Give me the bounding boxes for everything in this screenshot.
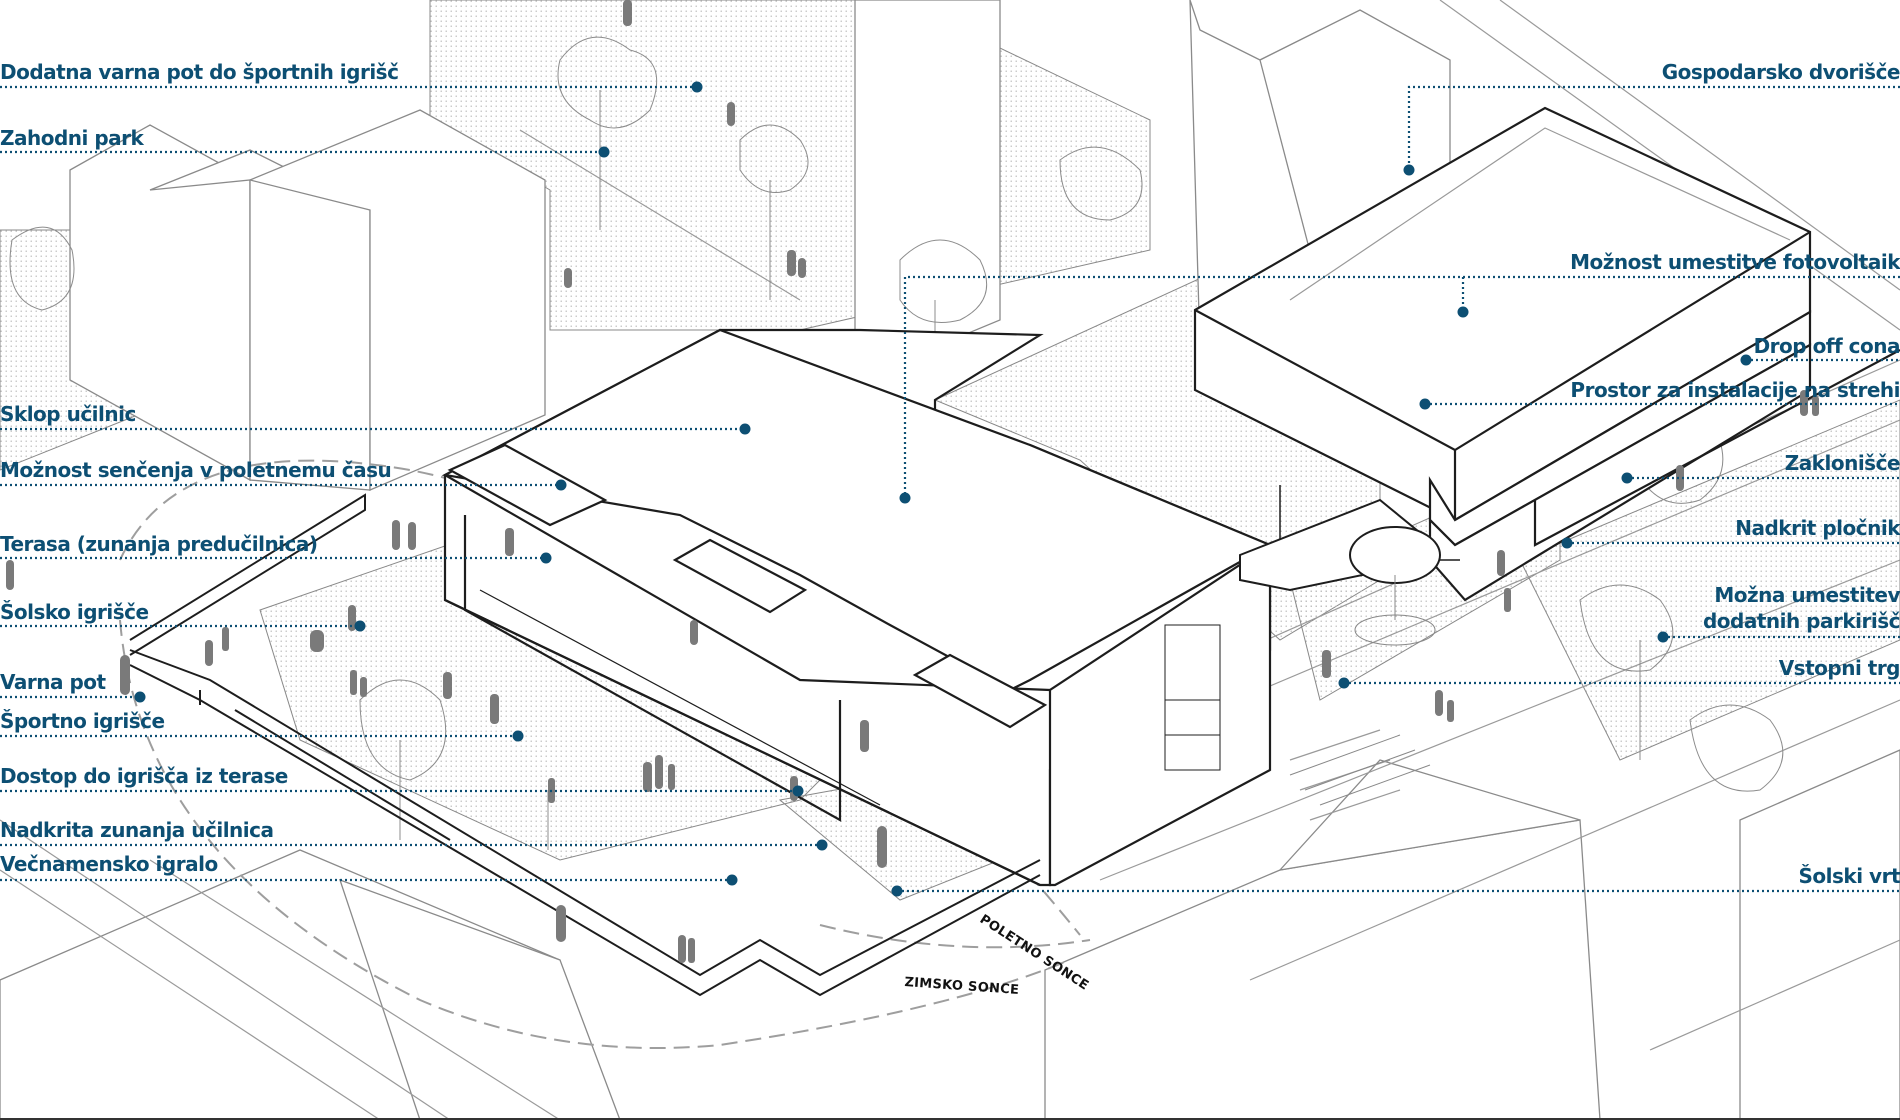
marker-dot — [598, 146, 610, 158]
marker-dot — [792, 785, 804, 797]
marker-dot — [1621, 472, 1633, 484]
label-mozna-umestitev: Možna umestitev — [1714, 583, 1900, 607]
leader-lines — [0, 85, 1900, 893]
label-varna-pot: Varna pot — [0, 670, 106, 694]
label-terasa: Terasa (zunanja predučilnica) — [0, 532, 318, 556]
label-sklop-ucilnic: Sklop učilnic — [0, 402, 136, 426]
leader-markers — [134, 81, 1752, 897]
marker-dot — [726, 874, 738, 886]
marker-dot — [1403, 164, 1415, 176]
marker-dot — [691, 81, 703, 93]
entrance-canopy — [1239, 498, 1441, 646]
label-gospodarsko-dvorisce: Gospodarsko dvorišče — [1661, 60, 1900, 84]
label-solsko-igrisce: Šolsko igrišče — [0, 600, 149, 624]
marker-dot — [512, 730, 524, 742]
label-nadkrit-plocnik: Nadkrit pločnik — [1735, 516, 1900, 540]
label-moznost-sencenja: Možnost senčenja v poletnemu času — [0, 458, 392, 482]
label-dodatna-varna-pot: Dodatna varna pot do športnih igrišč — [0, 60, 399, 84]
terrace-slab — [129, 493, 1041, 997]
marker-dot — [1419, 398, 1431, 410]
marker-dot — [1740, 354, 1752, 366]
label-vecnamensko-igralo: Večnamensko igralo — [0, 852, 218, 876]
label-prostor-instalacije: Prostor za instalacije na strehi — [1570, 378, 1900, 402]
label-drop-off-cona: Drop off cona — [1753, 334, 1900, 358]
label-dostop-do-igrisca: Dostop do igrišča iz terase — [0, 764, 288, 788]
label-zaklonisce: Zaklonišče — [1784, 451, 1900, 475]
marker-dot — [899, 492, 911, 504]
marker-dot — [354, 620, 366, 632]
bottom-border — [0, 1118, 1900, 1120]
label-vstopni-trg: Vstopni trg — [1778, 656, 1900, 680]
classroom-block — [441, 328, 1273, 887]
marker-dot — [134, 691, 146, 703]
crosswalk — [1289, 734, 1431, 806]
label-sportno-igrisce: Športno igrišče — [0, 709, 165, 733]
marker-dot — [739, 423, 751, 435]
label-zahodni-park: Zahodni park — [0, 126, 144, 150]
marker-dot — [1657, 631, 1669, 643]
label-solski-vrt: Šolski vrt — [1798, 864, 1900, 888]
label-nadkrita-ucilnica: Nadkrita zunanja učilnica — [0, 818, 274, 842]
people — [6, 0, 1819, 963]
label-dodatnih-parkirisc: dodatnih parkirišč — [1702, 609, 1900, 633]
marker-dot — [1338, 677, 1350, 689]
gym-block — [1193, 106, 1900, 602]
marker-dot — [891, 885, 903, 897]
label-fotovoltaika: Možnost umestitve fotovoltaik — [1570, 250, 1900, 274]
marker-dot — [1457, 306, 1469, 318]
marker-dot — [816, 839, 828, 851]
marker-dot — [555, 479, 567, 491]
marker-dot — [540, 552, 552, 564]
marker-dot — [1561, 537, 1573, 549]
